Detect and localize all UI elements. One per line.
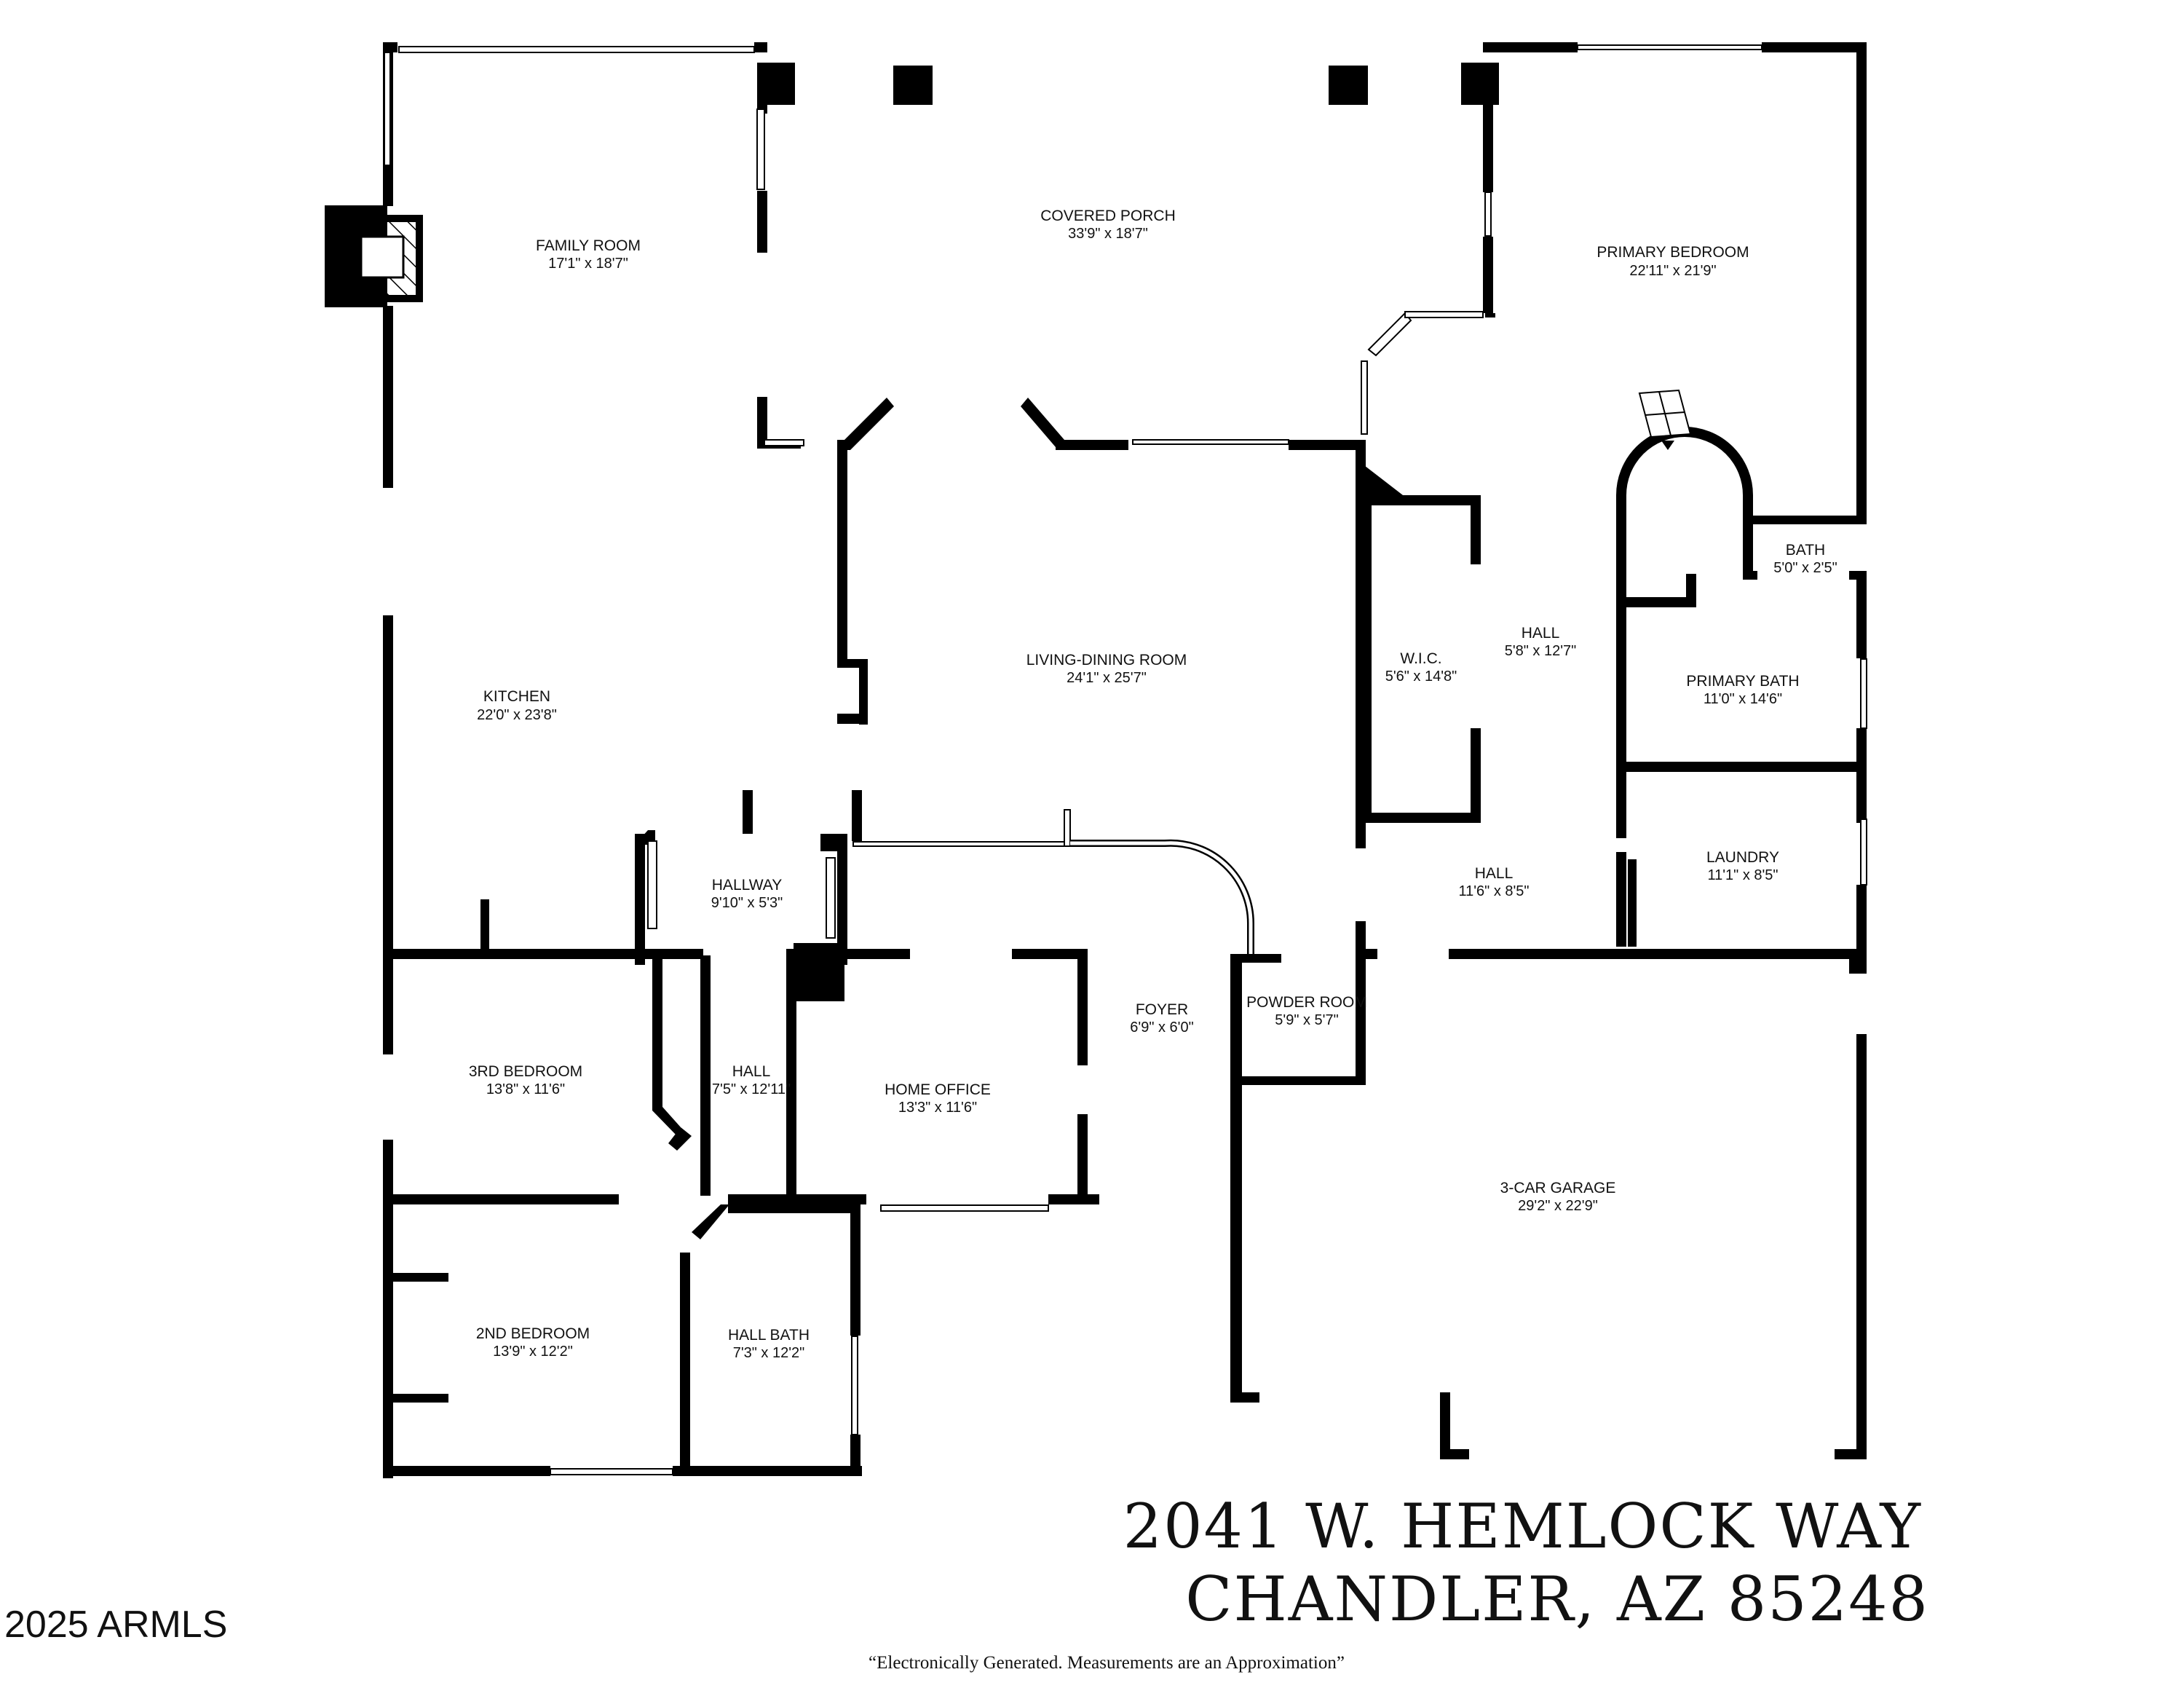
room-labels: FAMILY ROOM 17'1" x 18'7" COVERED PORCH … (469, 208, 1837, 1361)
room-kitchen-name: KITCHEN (483, 688, 550, 705)
room-primary-bedroom-name: PRIMARY BEDROOM (1597, 244, 1749, 261)
room-wic-name: W.I.C. (1400, 650, 1441, 667)
room-family-room-name: FAMILY ROOM (536, 237, 641, 254)
room-hallway-dims: 9'10" x 5'3" (711, 895, 783, 911)
disclaimer-note: “Electronically Generated. Measurements … (869, 1653, 1345, 1673)
room-living-dining-name: LIVING-DINING ROOM (1026, 652, 1187, 669)
room-primary-bath-name: PRIMARY BATH (1686, 673, 1799, 690)
room-hall-primary-dims: 5'8" x 12'7" (1505, 643, 1577, 659)
fireplace (325, 205, 423, 307)
room-powder-room-name: POWDER ROOM (1246, 994, 1367, 1011)
room-laundry-dims: 11'1" x 8'5" (1707, 867, 1778, 883)
room-hall-mid-dims: 11'6" x 8'5" (1458, 883, 1529, 899)
room-third-bedroom-name: 3RD BEDROOM (469, 1063, 582, 1080)
room-garage-dims: 29'2" x 22'9" (1518, 1198, 1598, 1214)
room-third-bedroom-dims: 13'8" x 11'6" (486, 1081, 565, 1097)
room-wic-dims: 5'6" x 14'8" (1385, 669, 1457, 685)
room-hall-bedrooms-dims: 7'5" x 12'11" (712, 1081, 791, 1097)
room-covered-porch-dims: 33'9" x 18'7" (1068, 226, 1148, 242)
room-home-office-name: HOME OFFICE (885, 1081, 991, 1098)
room-primary-bath-dims: 11'0" x 14'6" (1704, 691, 1782, 707)
room-hall-bath-name: HALL BATH (728, 1327, 810, 1344)
copyright-text: 2025 ARMLS (4, 1604, 227, 1646)
room-hallway-name: HALLWAY (712, 877, 782, 894)
room-powder-room-dims: 5'9" x 5'7" (1275, 1012, 1338, 1028)
room-home-office-dims: 13'3" x 11'6" (898, 1100, 977, 1116)
room-hall-bath-dims: 7'3" x 12'2" (733, 1345, 805, 1361)
room-primary-bedroom-dims: 22'11" x 21'9" (1629, 263, 1716, 279)
room-foyer-dims: 6'9" x 6'0" (1130, 1019, 1193, 1036)
room-hall-primary-name: HALL (1522, 625, 1560, 642)
room-laundry-name: LAUNDRY (1706, 849, 1779, 866)
room-bath-dims: 5'0" x 2'5" (1773, 560, 1837, 576)
room-hall-bedrooms-name: HALL (732, 1063, 771, 1080)
room-kitchen-dims: 22'0" x 23'8" (477, 707, 557, 723)
address-line-1: 2041 W. HEMLOCK WAY (1123, 1491, 1922, 1562)
room-garage-name: 3-CAR GARAGE (1500, 1180, 1616, 1196)
room-covered-porch-name: COVERED PORCH (1040, 208, 1176, 224)
walls (383, 42, 1867, 1478)
room-family-room-dims: 17'1" x 18'7" (548, 256, 628, 272)
room-second-bedroom-name: 2ND BEDROOM (476, 1325, 590, 1342)
room-second-bedroom-dims: 13'9" x 12'2" (493, 1344, 573, 1360)
skylight-icon (1638, 389, 1692, 450)
room-bath-name: BATH (1786, 542, 1825, 559)
room-living-dining-dims: 24'1" x 25'7" (1067, 670, 1147, 686)
room-hall-mid-name: HALL (1475, 865, 1514, 882)
room-foyer-name: FOYER (1136, 1001, 1188, 1018)
windows (384, 44, 1867, 1475)
address-line-2: CHANDLER, AZ 85248 (1185, 1563, 1929, 1635)
